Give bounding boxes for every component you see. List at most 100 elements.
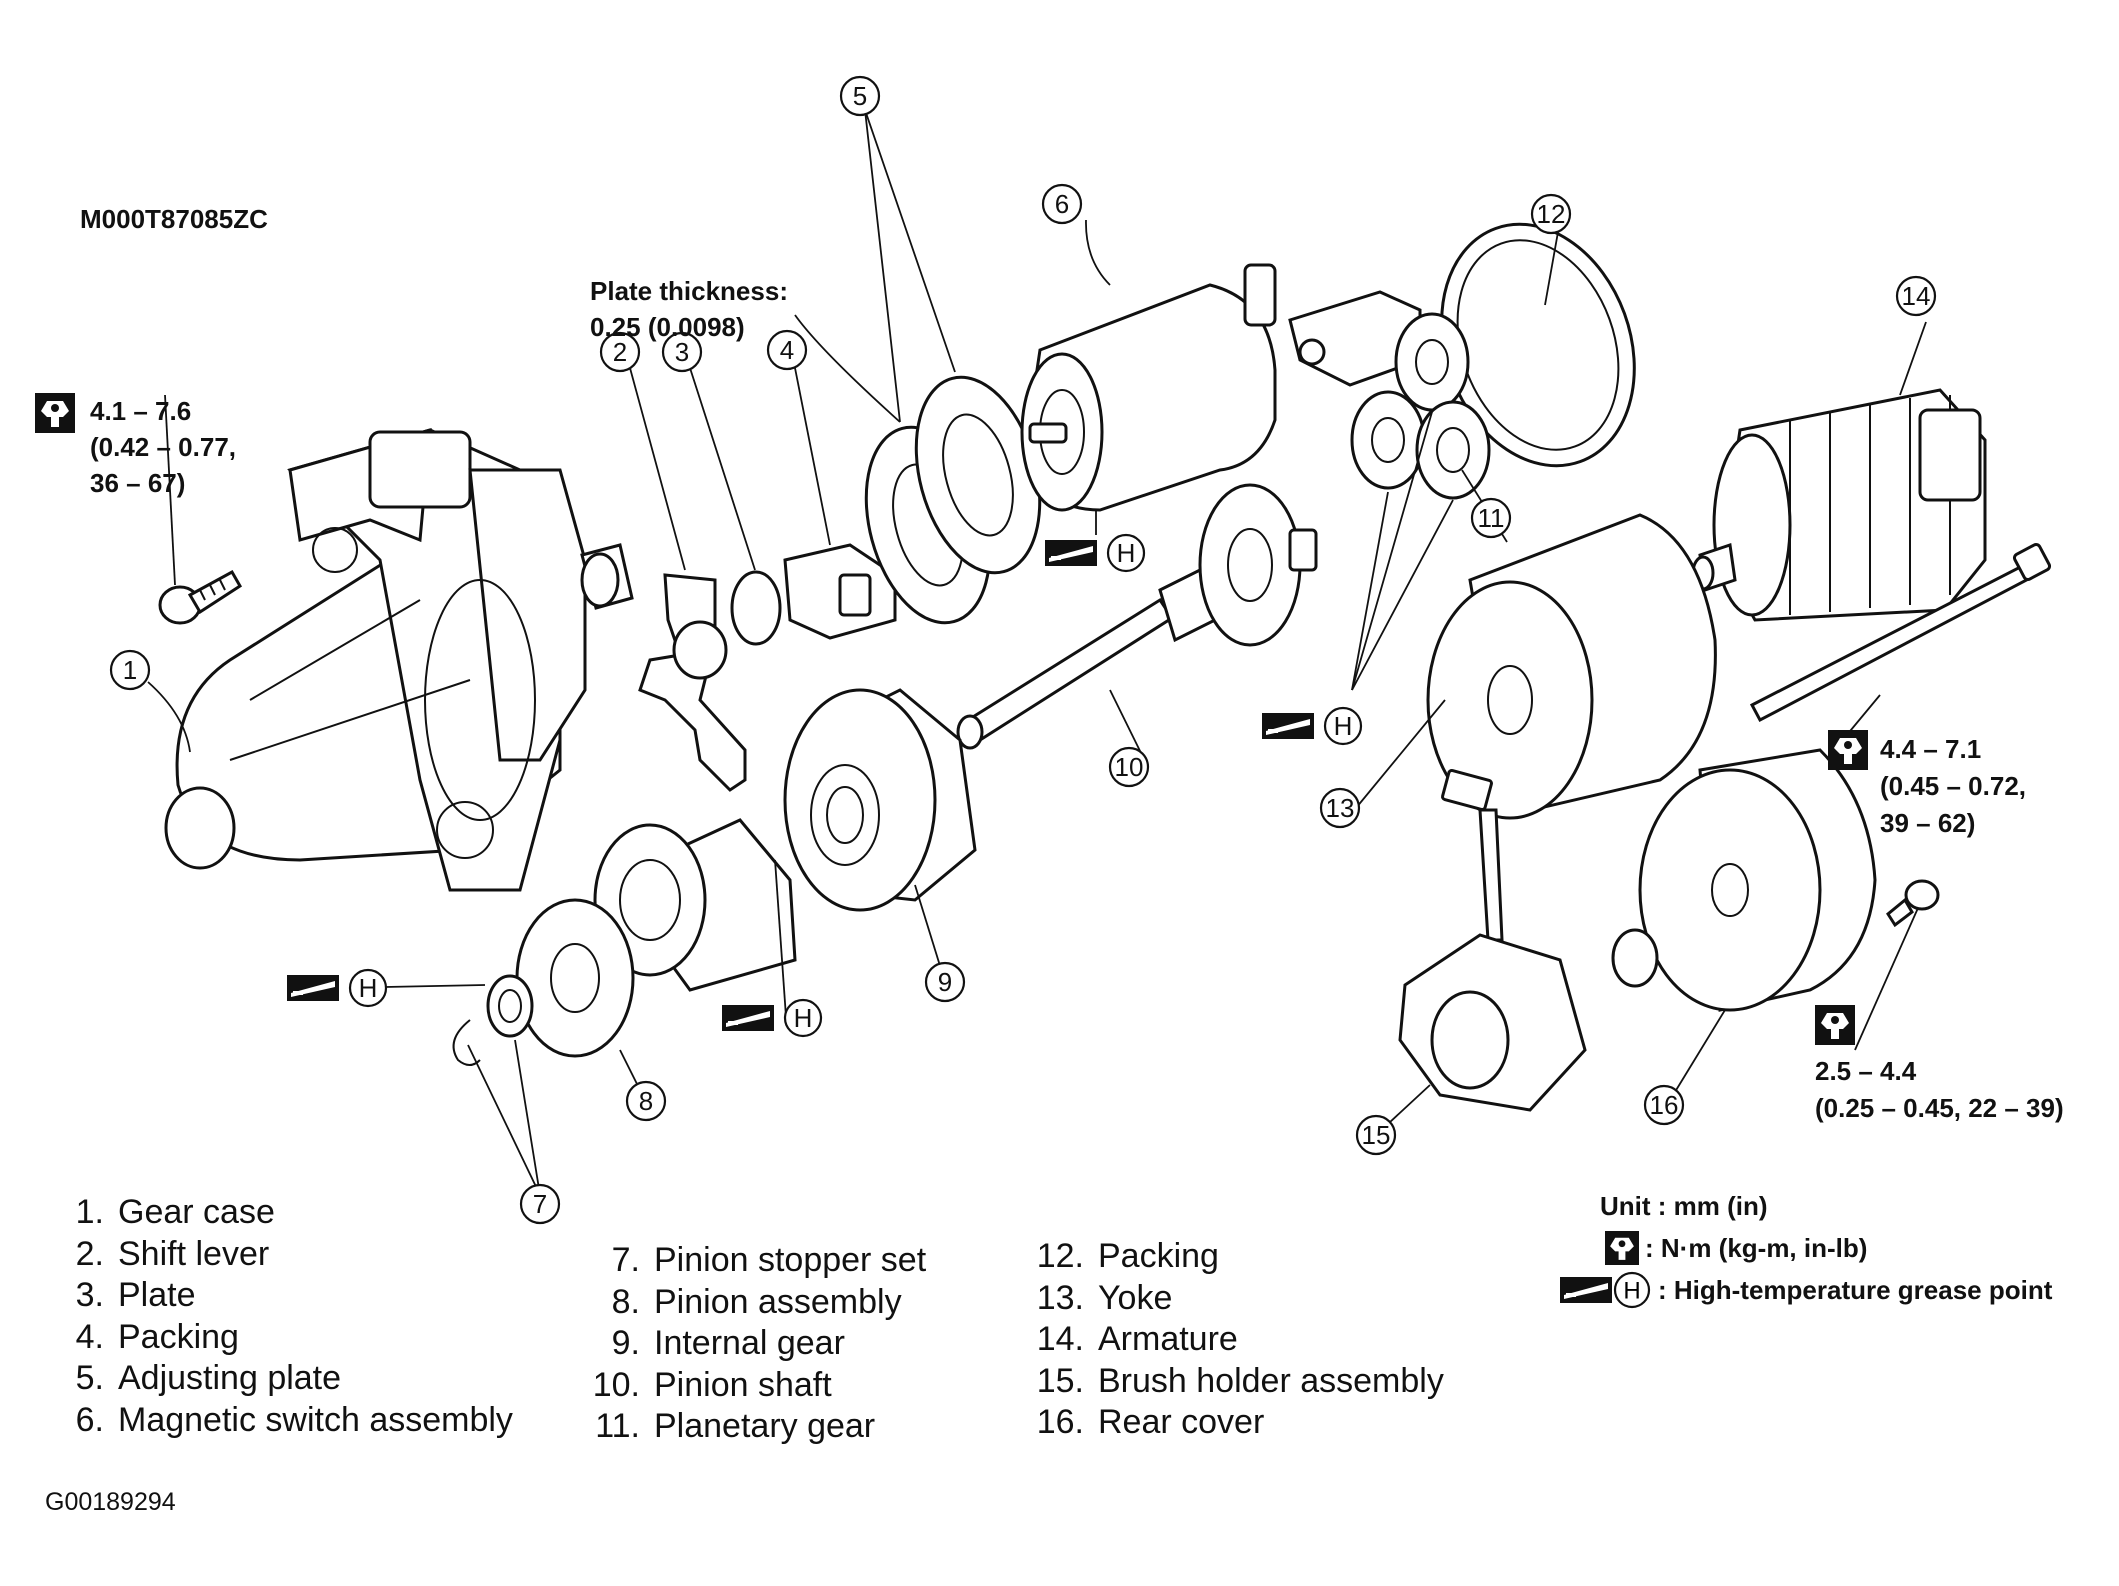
legend-item: 14.Armature (1036, 1320, 1238, 1358)
legend-item: 5.Adjusting plate (75, 1359, 342, 1397)
callout-11: 11 (1470, 497, 1512, 539)
svg-text:7: 7 (533, 1189, 547, 1219)
callout-12: 12 (1530, 193, 1572, 235)
rear-cover-screw-drawing (1886, 879, 1940, 928)
svg-text:4: 4 (780, 335, 794, 365)
through-bolt-drawing (1749, 542, 2052, 723)
callout-3: 3 (661, 331, 703, 373)
collar-drawing (580, 543, 634, 610)
legend-item: 6.Magnetic switch assembly (75, 1400, 513, 1439)
grease-point-planetary: H (1262, 706, 1363, 746)
grease-gun-icon (287, 975, 339, 1001)
grease-point-magnetic-switch: H (1045, 533, 1146, 573)
svg-text:5: 5 (853, 81, 867, 111)
svg-text:H: H (1117, 538, 1136, 568)
legend-item: 9.Internal gear (611, 1324, 845, 1362)
legend-item: 3.Plate (75, 1276, 196, 1314)
callout-10: 10 (1108, 746, 1150, 788)
shift-lever-drawing (638, 573, 747, 792)
plate-drawing (730, 570, 782, 646)
callout-4: 4 (766, 329, 808, 371)
torque-gear-case-line3: 36 – 67) (90, 468, 185, 498)
diagram-code: M000T87085ZC (80, 204, 268, 234)
torque-gear-case-line2: (0.42 – 0.77, (90, 432, 236, 462)
legend-item: 4.Packing (75, 1317, 239, 1356)
callout-9: 9 (924, 961, 966, 1003)
svg-text:12: 12 (1537, 199, 1566, 229)
grease-gun-icon (722, 1005, 774, 1031)
callout-7: 7 (519, 1183, 561, 1225)
torque-wrench-icon (1828, 730, 1868, 770)
plate-thickness-value: 0.25 (0.0098) (590, 312, 745, 342)
footer-code: G00189294 (45, 1488, 176, 1516)
svg-text:15: 15 (1362, 1120, 1391, 1150)
yoke-drawing (1426, 513, 1717, 820)
callout-6: 6 (1041, 183, 1083, 225)
grease-gun-icon (1045, 540, 1097, 566)
gear-case-drawing (164, 427, 587, 892)
svg-text:13: 13 (1326, 793, 1355, 823)
unit-line: Unit : mm (in) (1600, 1191, 1768, 1221)
rear-cover-drawing (1611, 748, 1877, 1012)
legend-column-3: 12.Packing 13.Yoke 14.Armature 15.Brush … (1022, 1236, 1444, 1444)
svg-text:16: 16 (1650, 1090, 1679, 1120)
callout-1: 1 (109, 649, 151, 691)
units-key: Unit : mm (in) : N·m (kg-m, in-lb) H : H… (1560, 1185, 2052, 1311)
brush-holder-drawing (1398, 768, 1587, 1112)
legend-column-1: 1.Gear case 2.Shift lever 3.Plate 4.Pack… (62, 1192, 513, 1441)
legend-item: 2.Shift lever (75, 1234, 270, 1273)
adjusting-plates-drawing (864, 375, 1042, 625)
legend-column-2: 7.Pinion stopper set 8.Pinion assembly 9… (578, 1240, 926, 1448)
callout-14: 14 (1895, 275, 1937, 317)
packing-drawing (783, 543, 897, 640)
pinion-shaft-drawing (956, 483, 1318, 750)
svg-text:10: 10 (1115, 752, 1144, 782)
grease-point-symbol: H (1613, 1271, 1651, 1309)
pinion-assembly-drawing (515, 818, 797, 1058)
torque-through-bolt-line3: 39 – 62) (1880, 808, 1975, 838)
armature-drawing (1691, 388, 1987, 622)
torque-through-bolt-line1: 4.4 – 7.1 (1880, 734, 1981, 764)
legend-item: 16.Rear cover (1036, 1403, 1265, 1441)
svg-text:2: 2 (613, 337, 627, 367)
legend-item: 1.Gear case (75, 1193, 275, 1231)
leader-lines (147, 109, 1927, 1196)
svg-text:8: 8 (639, 1086, 653, 1116)
torque-wrench-icon (35, 393, 75, 433)
callout-5: 5 (839, 75, 881, 117)
plate-thickness-label: Plate thickness: (590, 276, 788, 306)
magnetic-switch-drawing (1020, 263, 1422, 512)
svg-text:3: 3 (675, 337, 689, 367)
svg-text:H: H (1623, 1278, 1640, 1305)
gear-case-bolt-drawing (158, 569, 243, 625)
legend-item: 8.Pinion assembly (611, 1282, 902, 1321)
callout-15: 15 (1355, 1114, 1397, 1156)
callout-13: 13 (1319, 787, 1361, 829)
grease-gun-icon (1560, 1277, 1612, 1303)
torque-rear-cover-line2: (0.25 – 0.45, 22 – 39) (1815, 1093, 2064, 1123)
torque-wrench-icon (1605, 1231, 1639, 1265)
torque-wrench-icon (1815, 1005, 1855, 1045)
svg-text:9: 9 (938, 967, 952, 997)
svg-text:H: H (359, 973, 378, 1003)
legend-item: 12.Packing (1036, 1237, 1219, 1275)
torque-unit-line: : N·m (kg-m, in-lb) (1560, 1227, 2052, 1269)
grease-key-line: H : High-temperature grease point (1560, 1269, 2052, 1311)
callout-2: 2 (599, 331, 641, 373)
legend-item: 11.Planetary gear (595, 1407, 876, 1445)
legend-item: 15.Brush holder assembly (1036, 1361, 1444, 1400)
planetary-gears-drawing (1350, 312, 1491, 500)
legend-item: 7.Pinion stopper set (611, 1241, 927, 1279)
grease-point-pinion-stopper: H (287, 968, 388, 1008)
svg-text:11: 11 (1478, 503, 1505, 533)
callout-8: 8 (625, 1080, 667, 1122)
svg-text:14: 14 (1902, 281, 1931, 311)
legend-item: 13.Yoke (1036, 1278, 1173, 1317)
grease-gun-icon (1262, 713, 1314, 739)
torque-through-bolt-line2: (0.45 – 0.72, (1880, 771, 2026, 801)
torque-gear-case-line1: 4.1 – 7.6 (90, 396, 191, 426)
legend-item: 10.Pinion shaft (592, 1365, 832, 1404)
svg-text:H: H (794, 1003, 813, 1033)
internal-gear-drawing (783, 688, 977, 912)
